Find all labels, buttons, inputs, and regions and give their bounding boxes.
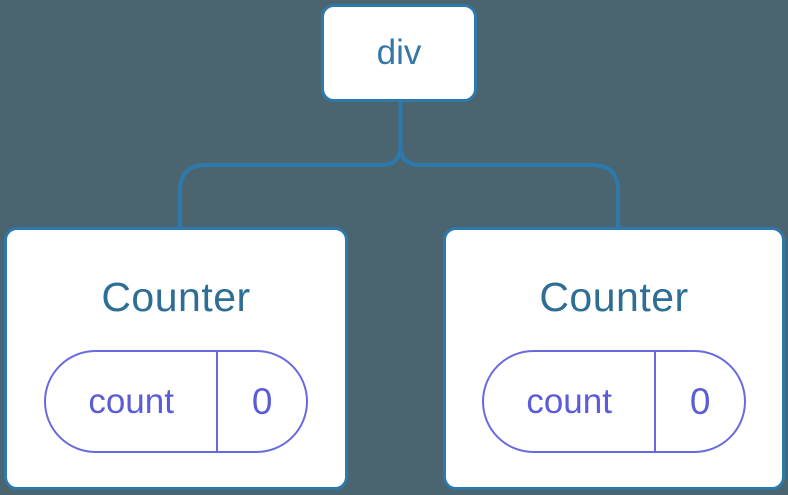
state-value: 0 — [216, 352, 306, 451]
connector-branch-left — [178, 101, 403, 229]
component-title: Counter — [101, 274, 251, 320]
counter-card-left: Counter count 0 — [4, 227, 348, 490]
counter-card-right: Counter count 0 — [443, 227, 785, 490]
root-node-label: div — [376, 33, 422, 72]
state-key: count — [88, 381, 174, 421]
component-title: Counter — [539, 274, 689, 320]
connector-branch-right — [398, 101, 620, 229]
state-value: 0 — [654, 352, 744, 451]
tree-root-node: div — [321, 4, 477, 102]
state-pill: count 0 — [44, 350, 308, 453]
state-key: count — [526, 381, 612, 421]
state-pill: count 0 — [482, 350, 746, 453]
